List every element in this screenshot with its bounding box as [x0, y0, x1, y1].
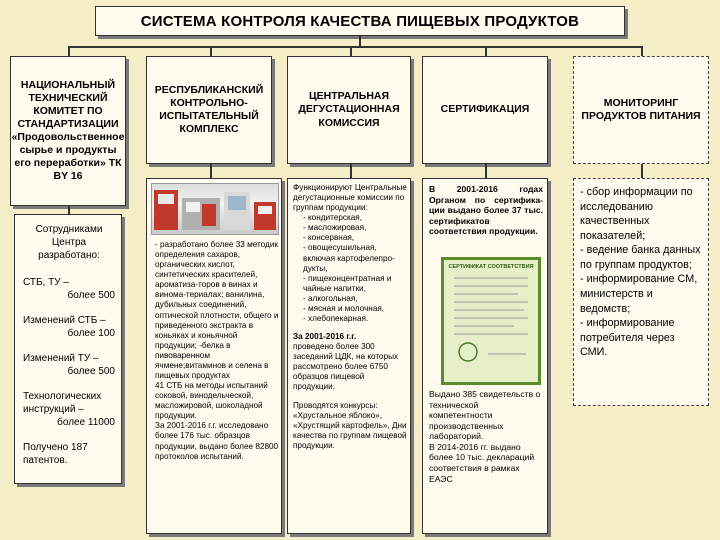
header-technical-committee-text: НАЦИОНАЛЬНЫЙ ТЕХНИЧЕСКИЙ КОМИТЕТ ПО СТАН… — [11, 78, 125, 183]
connector-tk-down — [68, 206, 70, 214]
header-tasting-commission: ЦЕНТРАЛЬНАЯ ДЕГУСТАЦИОННАЯ КОМИССИЯ — [287, 56, 411, 164]
cert-box: В 2001-2016 годах Органом по сертифика-ц… — [422, 178, 548, 534]
header-technical-committee: НАЦИОНАЛЬНЫЙ ТЕХНИЧЕСКИЙ КОМИТЕТ ПО СТАН… — [10, 56, 126, 206]
connector-col1 — [68, 46, 70, 56]
connector-col4 — [485, 46, 487, 56]
lab-box: - разработано более 33 методик определен… — [146, 178, 282, 534]
cert-top-text: В 2001-2016 годах Органом по сертифика-ц… — [429, 184, 543, 237]
degust-item: - пищеконцентратная и чайные напитки, — [303, 273, 392, 293]
header-monitoring-text: МОНИТОРИНГ ПРОДУКТОВ ПИТАНИЯ — [581, 96, 701, 122]
degust-item: - мясная и молочная, — [303, 303, 385, 313]
connector-title-down — [359, 36, 361, 46]
degust-item: - овощесушильная, включая картофелепро-д… — [303, 243, 395, 273]
connector-monitor-down — [641, 164, 643, 178]
connector-cert-down — [485, 164, 487, 178]
page-title: СИСТЕМА КОНТРОЛЯ КАЧЕСТВА ПИЩЕВЫХ ПРОДУК… — [95, 6, 625, 36]
header-certification-text: СЕРТИФИКАЦИЯ — [440, 103, 530, 116]
tk-stat-value: более 500 — [67, 290, 116, 301]
cert-bottom-text: Выдано 385 свидетельств о технической ко… — [429, 389, 541, 484]
tk-stat-value: более 500 — [67, 366, 116, 377]
tk-stat-value: более 100 — [67, 328, 116, 339]
degust-item: - консервная, — [303, 233, 355, 243]
tk-stat-value: 187 патентов. — [23, 442, 88, 466]
header-tasting-commission-text: ЦЕНТРАЛЬНАЯ ДЕГУСТАЦИОННАЯ КОМИССИЯ — [298, 90, 400, 129]
page-title-text: СИСТЕМА КОНТРОЛЯ КАЧЕСТВА ПИЩЕВЫХ ПРОДУК… — [140, 12, 580, 30]
tk-stat-label: Изменений СТБ – — [23, 315, 106, 326]
connector-lab-down — [210, 164, 212, 178]
degust-item: - кондитерская, — [303, 213, 362, 223]
certificate-image-title: СЕРТИФИКАТ СООТВЕТСТВИЯ — [448, 264, 534, 270]
monitoring-box: - сбор информации по исследованию качест… — [573, 178, 709, 406]
tk-stat-label: Изменений ТУ – — [23, 353, 99, 364]
header-certification: СЕРТИФИКАЦИЯ — [422, 56, 548, 164]
connector-col5 — [641, 46, 643, 56]
lab-equipment-illustration — [154, 190, 276, 230]
degust-box: Функционируют Центральные дегустационные… — [287, 178, 411, 534]
tk-stat-label: Технологических инструкций – — [23, 391, 102, 415]
degust-intro: Функционируют Центральные дегустационные… — [293, 183, 407, 213]
tk-stat-value: более 11000 — [57, 417, 115, 428]
tk-stats-box: Сотрудниками Центра разработано: СТБ, ТУ… — [14, 214, 122, 484]
connector-col3 — [350, 46, 352, 56]
tk-stats-intro: Сотрудниками Центра разработано: — [35, 224, 103, 261]
degust-item: - масложировая, — [303, 223, 367, 233]
tk-stat-label: СТБ, ТУ – — [23, 277, 69, 288]
degust-period: За 2001-2016 г.г. — [293, 332, 357, 342]
certificate-image: СЕРТИФИКАТ СООТВЕТСТВИЯ — [441, 257, 541, 385]
monitoring-item: - ведение банка данных по группам продук… — [580, 244, 701, 271]
degust-item: - хлебопекарная. — [303, 314, 369, 324]
certificate-lines-illustration — [454, 277, 528, 362]
connector-degust-down — [350, 164, 352, 178]
connector-horizontal — [68, 46, 641, 48]
tk-stat-label: Получено — [23, 442, 69, 453]
degust-stats: проведено более 300 заседаний ЦДК, на ко… — [293, 342, 399, 392]
monitoring-item: - информирование СМ, министерств и ведом… — [580, 273, 698, 315]
header-testing-complex: РЕСПУБЛИКАНСКИЙ КОНТРОЛЬНО-ИСПЫТАТЕЛЬНЫЙ… — [146, 56, 272, 164]
lab-text: - разработано более 33 методик определен… — [155, 240, 279, 461]
header-monitoring: МОНИТОРИНГ ПРОДУКТОВ ПИТАНИЯ — [573, 56, 709, 164]
monitoring-item: - информирование потребителя через СМИ. — [580, 317, 675, 359]
monitoring-item: - сбор информации по исследованию качест… — [580, 186, 693, 242]
degust-contests: Проводятся конкурсы: «Хрустальное яблоко… — [293, 400, 407, 450]
lab-equipment-image — [151, 183, 279, 235]
connector-col2 — [210, 46, 212, 56]
degust-item: - алкогольная, — [303, 293, 358, 303]
header-testing-complex-text: РЕСПУБЛИКАНСКИЙ КОНТРОЛЬНО-ИСПЫТАТЕЛЬНЫЙ… — [154, 83, 264, 136]
